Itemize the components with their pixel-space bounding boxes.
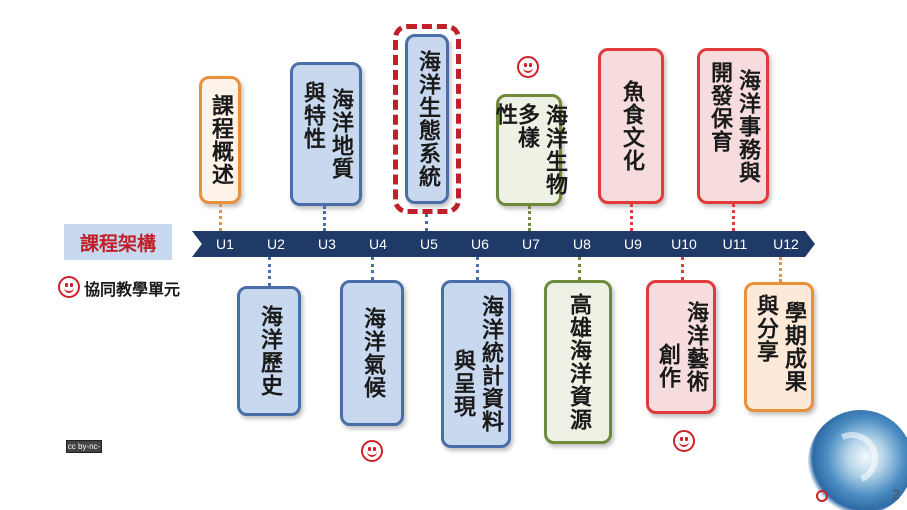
unit-timeline: U1 U2 U3 U4 U5 U6 U7 U8 U9 U10 U11 U12 [192,231,816,257]
connector-u3 [323,206,326,231]
card-u2-line-1: 海洋歷史 [257,305,282,397]
connector-u4 [371,257,374,280]
unit-u3: U3 [294,231,356,257]
card-u12-line-2: 與分享 [753,293,778,363]
unit-u8: U8 [549,231,611,257]
unit-u4: U4 [345,231,407,257]
unit-u9: U9 [600,231,662,257]
card-u9-line-1: 魚食文化 [619,80,644,172]
card-u3: 海洋地質 與特性 [290,62,362,206]
page-number: 2 [892,486,900,502]
collab-smiley-icon-u10 [673,430,695,452]
card-u5: 海洋生態系統 [405,34,449,204]
card-u11-line-2: 開發保育 [707,61,732,153]
card-u4-line-1: 海洋氣候 [360,307,385,399]
card-u3-line-2: 與特性 [300,80,325,150]
unit-u5: U5 [396,231,458,257]
card-u2: 海洋歷史 [237,286,301,416]
unit-u1: U1 [192,231,254,257]
highlight-frame-u5 [393,24,461,214]
unit-u7: U7 [498,231,560,257]
card-u7: 海洋生物 多樣性 [492,94,567,206]
connector-u6 [476,257,479,280]
card-u10: 海洋藝術 創作 [646,280,716,414]
connector-u9 [630,204,633,231]
card-u10-line-2: 創作 [655,343,680,389]
card-u12: 學期成果 與分享 [744,282,814,412]
diagram-title: 課程架構 [64,224,172,260]
card-u9: 魚食文化 [598,48,664,204]
unit-u10: U10 [651,231,713,257]
connector-u10 [681,257,684,280]
unit-u11: U11 [702,231,764,257]
card-u3-line-1: 海洋地質 [328,88,353,180]
legend-smiley-icon [58,276,80,298]
card-u11-line-1: 海洋事務與 [735,68,760,184]
connector-u5 [425,214,428,231]
card-u8: 高雄海洋資源 [544,280,612,444]
license-badge: cc by-nc-sa [66,440,102,462]
card-u4: 海洋氣候 [340,280,404,426]
connector-u2 [268,257,271,286]
card-u10-line-1: 海洋藝術 [683,301,708,393]
card-u1-line-1: 課程概述 [208,94,233,186]
connector-u12 [779,257,782,282]
connector-u7 [528,206,531,231]
card-u6-line-1: 海洋統計資料 [478,295,503,433]
card-u6: 海洋統計資料 與呈現 [441,280,511,448]
card-u7-line-2: 多樣性 [492,103,539,149]
unit-u6: U6 [447,231,509,257]
connector-u8 [578,257,581,280]
card-u5-line-1: 海洋生態系統 [415,50,440,188]
card-u12-line-1: 學期成果 [781,301,806,393]
logo-mark-icon [816,490,828,502]
card-u11: 海洋事務與 開發保育 [697,48,769,204]
card-u7-line-1: 海洋生物 [542,104,567,196]
connector-u11 [732,204,735,231]
unit-u12: U12 [753,231,815,257]
legend-label: 協同教學單元 [84,280,181,299]
card-u1: 課程概述 [199,76,241,204]
unit-u2: U2 [243,231,305,257]
collab-smiley-icon-u7 [517,56,539,78]
collab-smiley-icon-u4 [361,440,383,462]
card-u6-line-2: 與呈現 [450,348,475,418]
card-u8-line-1: 高雄海洋資源 [566,293,591,431]
connector-u1 [219,204,222,231]
